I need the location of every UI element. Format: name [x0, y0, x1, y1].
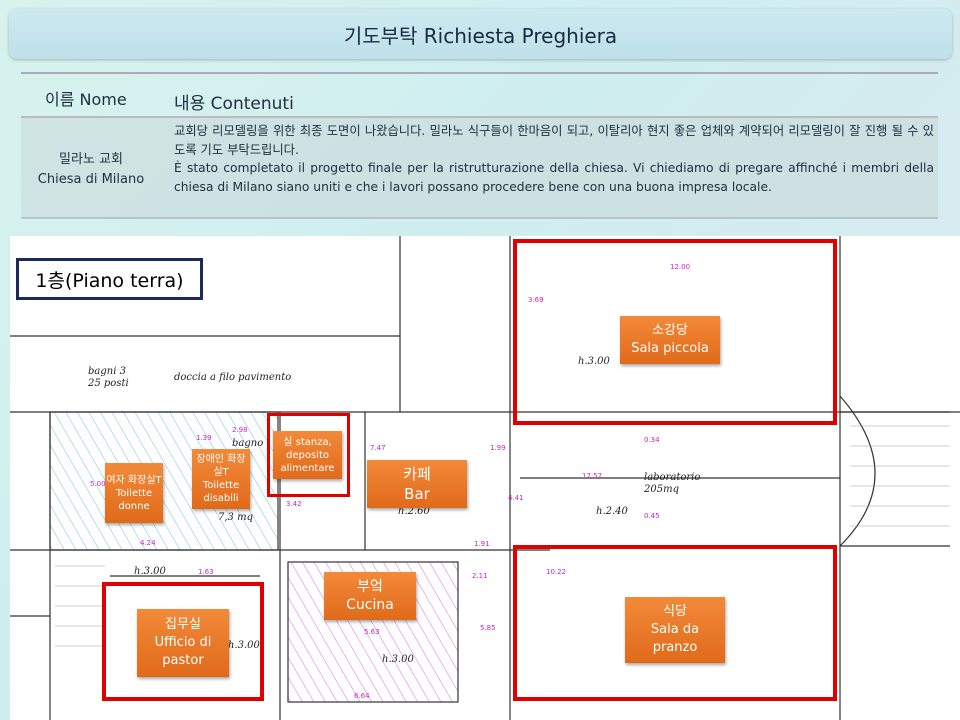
room-label: Sala piccola	[631, 341, 709, 356]
note-bagni: bagni 3	[88, 366, 126, 377]
note-h300-c: h.3.00	[228, 640, 260, 651]
dim: 6.64	[354, 692, 370, 700]
note-doccia: doccia a filo pavimento	[174, 372, 292, 383]
room-label: Toilette donne	[115, 487, 153, 512]
dim: 1.99	[490, 444, 506, 452]
dim: 5.85	[480, 624, 496, 632]
note-bagno: bagno	[232, 438, 264, 449]
room-label: Sala da pranzo	[650, 622, 700, 655]
room-cucina: 부엌 Cucina	[324, 572, 416, 620]
floor-label: 1층(Piano terra)	[16, 258, 203, 300]
note-h300-b: h.3.00	[134, 566, 166, 577]
room-label: 카페	[403, 465, 431, 483]
content-ko: 교회당 리모델링을 위한 최종 도면이 나왔습니다. 밀라노 식구들이 한마음이…	[174, 124, 934, 157]
dim: 0.45	[644, 512, 660, 520]
room-label: 실 stanza,	[283, 436, 332, 448]
header-content: 내용 Contenuti	[174, 94, 294, 114]
request-content: 교회당 리모델링을 위한 최종 도면이 나왔습니다. 밀라노 식구들이 한마음이…	[174, 122, 934, 196]
room-label: 집무실	[165, 617, 201, 632]
dim: 2.11	[472, 572, 488, 580]
room-label: 부엌	[357, 579, 383, 595]
header-name: 이름 Nome	[45, 90, 127, 109]
highlight-sala-piccola	[513, 239, 837, 425]
note-lab-area: 205mq	[644, 484, 679, 495]
table-row: 밀라노 교회 Chiesa di Milano 교회당 리모델링을 위한 최종 …	[21, 118, 938, 219]
content-it: È stato completato il progetto finale pe…	[174, 161, 934, 194]
church-name-ko: 밀라노 교회	[59, 152, 123, 167]
room-label: 식당	[663, 604, 687, 619]
dim: 2.98	[232, 426, 248, 434]
dim: 7.47	[370, 444, 386, 452]
room-label: Toilette disabili	[202, 480, 240, 504]
room-label: 여자 화장실T	[106, 474, 162, 486]
dim: 4.41	[508, 494, 524, 502]
church-name-it: Chiesa di Milano	[37, 172, 145, 187]
dim: 4.24	[140, 539, 156, 547]
note-h300-a: h.3.00	[578, 356, 610, 367]
dim: 3.69	[528, 296, 544, 304]
room-label: Cucina	[346, 597, 394, 613]
room-label: 소강당	[652, 323, 688, 338]
dim: 1.39	[196, 434, 212, 442]
room-label: Ufficio di pastor	[154, 635, 212, 668]
room-sala-piccola: 소강당 Sala piccola	[620, 316, 720, 364]
room-sala-pranzo: 식당 Sala da pranzo	[625, 597, 725, 663]
prayer-table: 이름 Nome 내용 Contenuti 밀라노 교회 Chiesa di Mi…	[21, 72, 938, 219]
dim: 1.63	[198, 568, 214, 576]
table-header: 이름 Nome 내용 Contenuti	[21, 74, 938, 118]
note-h260: h.2.60	[398, 506, 430, 517]
church-name: 밀라노 교회 Chiesa di Milano	[21, 150, 161, 190]
note-area: 7,3 mq	[218, 512, 253, 523]
note-posti: 25 posti	[88, 378, 129, 389]
slide-title: 기도부탁 Richiesta Preghiera	[9, 9, 952, 59]
dim: 1.91	[474, 540, 490, 548]
note-lab: laboratorio	[644, 472, 701, 483]
room-label: deposito alimentare	[280, 449, 335, 474]
room-label: Bar	[404, 485, 430, 503]
dim: 0.34	[644, 436, 660, 444]
highlight-ufficio	[102, 582, 264, 701]
dim: 10.22	[546, 568, 567, 576]
room-ufficio: 집무실 Ufficio di pastor	[137, 609, 229, 677]
dim: 12.00	[670, 263, 691, 271]
dim: 5.63	[364, 628, 380, 636]
highlight-deposito	[267, 413, 350, 497]
note-h300-d: h.3.00	[382, 654, 414, 665]
room-deposito: 실 stanza,deposito alimentare	[273, 431, 342, 479]
dim: 5.00	[90, 480, 106, 488]
note-h240: h.2.40	[596, 506, 628, 517]
room-bar: 카페 Bar	[367, 460, 467, 508]
dim: 17.57	[582, 472, 603, 480]
room-label: 장애인 화장실T	[196, 454, 246, 478]
highlight-sala-pranzo	[513, 545, 837, 701]
dim: 3.42	[286, 500, 302, 508]
